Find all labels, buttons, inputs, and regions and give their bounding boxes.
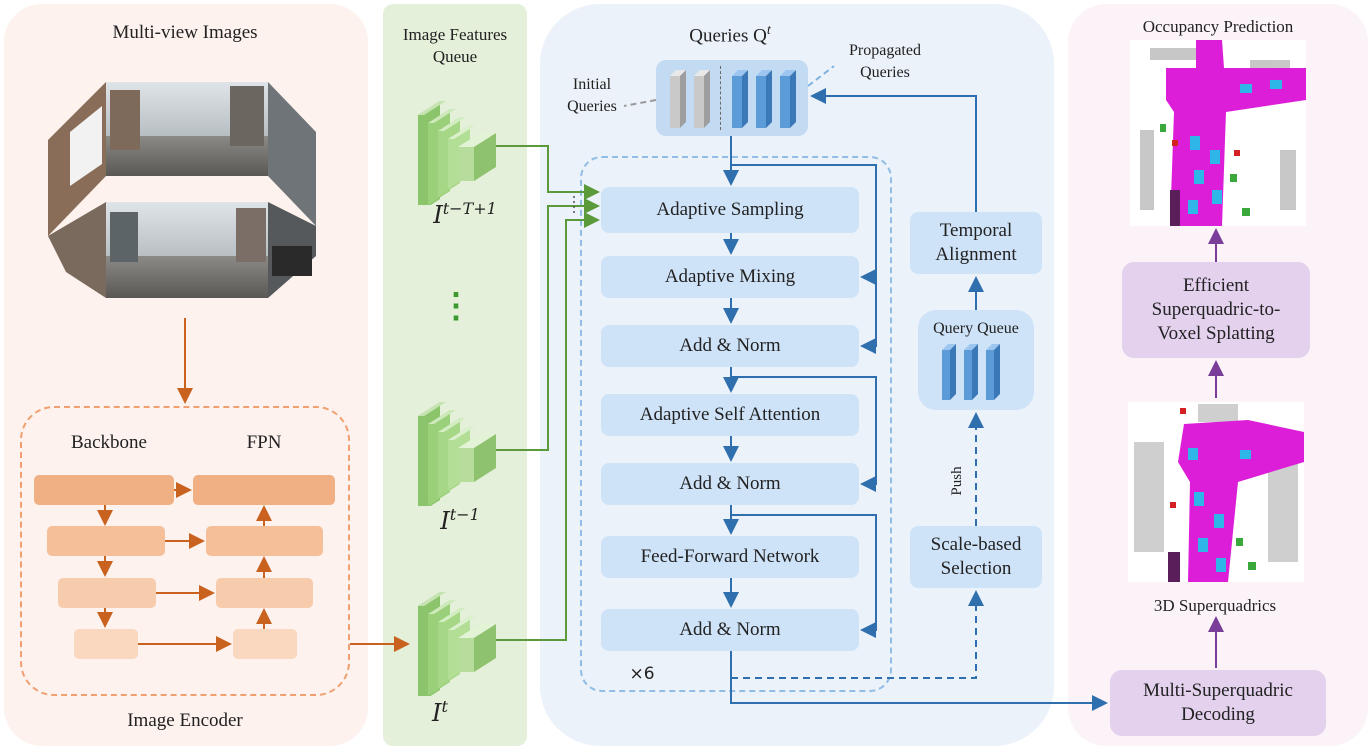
- multiview-camera-images: [48, 82, 316, 298]
- queries-title-text: Queries Q: [689, 25, 767, 47]
- splatting-line-2: Superquadric-to-: [1151, 299, 1281, 320]
- fpn-stage-1: [193, 475, 335, 505]
- queries-divider: [720, 66, 721, 130]
- queries-title: Queries Qt: [620, 20, 840, 47]
- temporal-alignment-block: Temporal Alignment: [910, 212, 1042, 274]
- propagated-query-bars: [732, 70, 796, 128]
- feature-label-last: It: [410, 696, 470, 727]
- initial-queries-label-1: Initial: [572, 76, 612, 93]
- propagated-queries-label-2: Queries: [860, 64, 910, 81]
- feature-label-mid: It−1: [410, 504, 510, 535]
- backbone-stage-2: [47, 526, 165, 556]
- temporal-alignment-line-2: Alignment: [935, 244, 1017, 265]
- feature-stack-last: [418, 592, 496, 696]
- feature-ellipsis: ⋮: [439, 288, 473, 325]
- feature-label-mid-sup: t−1: [449, 505, 480, 524]
- image-encoder-label: Image Encoder: [127, 710, 243, 731]
- feature-label-first-base: I: [433, 201, 443, 229]
- scale-selection-line-1: Scale-based: [930, 534, 1022, 555]
- adaptive-sampling-block: Adaptive Sampling: [601, 187, 859, 233]
- decoding-line-1: Multi-Superquadric: [1143, 680, 1293, 701]
- fpn-stage-4: [233, 629, 297, 659]
- adaptive-mixing-block: Adaptive Mixing: [601, 256, 859, 298]
- add-norm-block-3: Add & Norm: [601, 609, 859, 651]
- feature-label-last-sup: t: [441, 697, 448, 716]
- superquadrics-render: [1128, 402, 1304, 582]
- backbone-stage-1: [34, 475, 174, 505]
- fpn-stage-3: [216, 578, 313, 608]
- features-queue-title-1: Image Features: [402, 25, 508, 44]
- feature-label-mid-base: I: [440, 507, 450, 535]
- backbone-stage-3: [58, 578, 156, 608]
- query-queue-bars: [942, 344, 1000, 400]
- arrow-to-decoding: [730, 651, 1108, 711]
- scale-selection-line-2: Selection: [940, 558, 1012, 579]
- decoding-line-2: Decoding: [1181, 704, 1255, 725]
- splatting-line-3: Voxel Splatting: [1157, 323, 1275, 344]
- feature-stack-first: [418, 101, 496, 205]
- propagated-queries-label-1: Propagated: [849, 42, 921, 59]
- initial-query-bars: [670, 70, 710, 128]
- features-queue-title-2: Queue: [432, 47, 478, 66]
- camera-back-left: [48, 202, 106, 298]
- decoding-block: Multi-Superquadric Decoding: [1110, 670, 1326, 736]
- image-encoder-box: [20, 406, 350, 696]
- temporal-alignment-line-1: Temporal: [939, 220, 1013, 241]
- camera-front-right: [268, 82, 316, 226]
- repeat-label: ×6: [629, 664, 655, 684]
- arrow-feature-mid: [496, 198, 600, 451]
- initial-queries-label-2: Queries: [567, 98, 617, 115]
- occupancy-title: Occupancy Prediction: [1142, 17, 1294, 36]
- arrow-feature-first: [496, 145, 600, 200]
- feature-label-first-sup: t−T+1: [442, 199, 497, 218]
- feature-stack-mid: [418, 402, 496, 506]
- multiview-title: Multi-view Images: [112, 22, 258, 43]
- add-norm-block-1: Add & Norm: [601, 325, 859, 367]
- queries-title-sup: t: [766, 23, 771, 38]
- ffn-block: Feed-Forward Network: [601, 536, 859, 578]
- fpn-label: FPN: [246, 432, 282, 453]
- query-queue-label: Query Queue: [933, 320, 1019, 337]
- fpn-stage-2: [206, 526, 323, 556]
- splatting-line-1: Efficient: [1182, 275, 1250, 296]
- arrow-feature-last: [496, 212, 600, 641]
- scale-selection-block: Scale-based Selection: [910, 526, 1042, 588]
- splatting-block: Efficient Superquadric-to- Voxel Splatti…: [1122, 262, 1310, 358]
- add-norm-block-2: Add & Norm: [601, 463, 859, 505]
- feature-label-first: It−T+1: [410, 198, 520, 229]
- occupancy-prediction-render: [1130, 40, 1306, 226]
- decoder-layer-box: [580, 156, 892, 692]
- feature-label-last-base: I: [432, 699, 442, 727]
- superquadrics-label: 3D Superquadrics: [1153, 596, 1277, 615]
- adaptive-self-attention-block: Adaptive Self Attention: [601, 394, 859, 436]
- backbone-label: Backbone: [71, 432, 147, 453]
- backbone-stage-4: [74, 629, 138, 659]
